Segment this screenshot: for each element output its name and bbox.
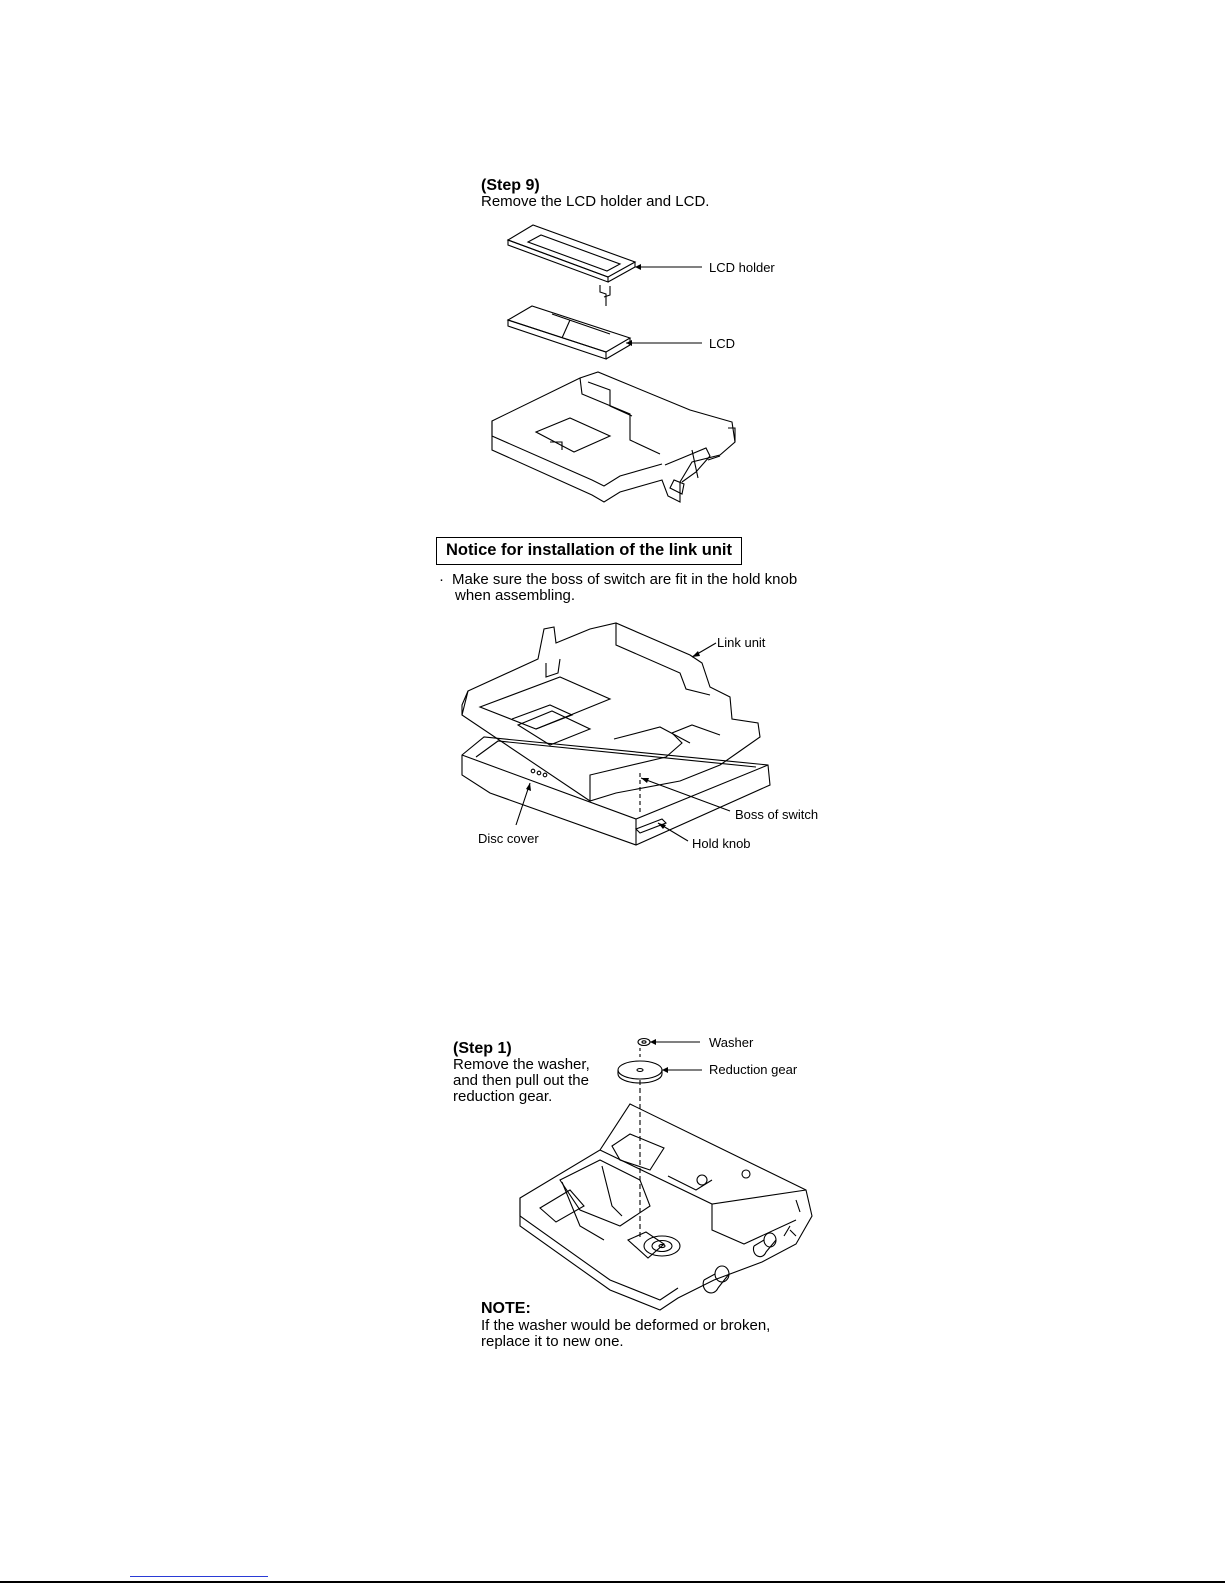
lcd-label: LCD — [709, 336, 736, 351]
note-text-line2: replace it to new one. — [481, 1333, 624, 1350]
footer-link-underline[interactable] — [130, 1576, 268, 1577]
lcd-holder-label: LCD holder — [709, 260, 775, 275]
step9-instruction: Remove the LCD holder and LCD. — [481, 193, 710, 210]
step1-instruction-line1: Remove the washer, — [453, 1056, 590, 1073]
link-unit-frame-part — [492, 372, 735, 502]
note-text-line1: If the washer would be deformed or broke… — [481, 1317, 771, 1334]
reduction-gear-label: Reduction gear — [709, 1062, 798, 1077]
washer-part — [638, 1039, 650, 1046]
notice-text-line1: Make sure the boss of switch are fit in … — [452, 571, 798, 588]
washer-label: Washer — [709, 1035, 754, 1050]
lcd-holder-part — [508, 225, 635, 277]
disc-cover-part — [462, 737, 770, 845]
link-unit-part — [462, 623, 760, 801]
hold-knob-label: Hold knob — [692, 836, 751, 851]
notice-bullet: · — [439, 571, 444, 588]
footer-rule — [0, 1581, 1225, 1583]
step9-title: (Step 9) — [481, 177, 540, 194]
step9-exploded-diagram — [470, 210, 810, 510]
note-title: NOTE: — [481, 1300, 531, 1317]
step1-instruction-line3: reduction gear. — [453, 1088, 553, 1105]
lcd-part — [508, 306, 630, 352]
reduction-gear-part — [618, 1061, 662, 1079]
reduction-gear-diagram — [500, 1030, 820, 1315]
notice-text-line2: when assembling. — [455, 587, 576, 604]
boss-of-switch-label: Boss of switch — [735, 807, 819, 822]
link-unit-label: Link unit — [717, 635, 766, 650]
step1-title: (Step 1) — [453, 1040, 512, 1057]
link-unit-assembly-diagram — [440, 615, 830, 855]
step1-instruction-line2: and then pull out the — [453, 1072, 589, 1089]
notice-title-box: Notice for installation of the link unit — [436, 537, 743, 565]
mechanism-chassis-part — [520, 1104, 812, 1310]
disc-cover-label: Disc cover — [478, 831, 539, 846]
